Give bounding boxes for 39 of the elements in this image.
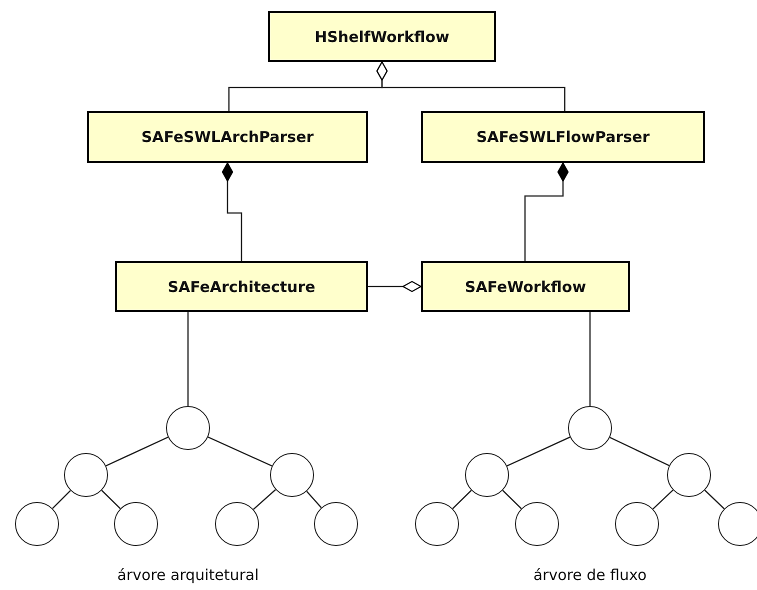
class-box: SAFeArchitecture — [115, 261, 368, 312]
tree-node-circle — [215, 502, 259, 546]
tree-link — [506, 436, 570, 466]
class-box: SAFeSWLArchParser — [87, 111, 368, 163]
tree-link — [502, 490, 522, 510]
tree-link — [589, 312, 591, 406]
tree-link — [610, 436, 670, 466]
tree-link — [306, 490, 322, 508]
tree-link — [652, 490, 674, 510]
tree-link — [704, 490, 725, 510]
tree-node-circle — [64, 453, 108, 497]
tree-link — [253, 489, 276, 510]
aggregation-connector — [524, 162, 569, 261]
class-box: HShelfWorkflow — [268, 11, 496, 62]
aggregation-connector — [368, 280, 422, 292]
tree-node-circle — [615, 502, 659, 546]
tree-node-circle — [166, 406, 210, 450]
tree-link — [187, 312, 189, 406]
class-box: SAFeWorkflow — [421, 261, 630, 312]
tree-link — [452, 490, 472, 510]
tree-node-circle — [667, 453, 711, 497]
tree-caption: árvore de fluxo — [533, 566, 647, 584]
tree-node-circle — [15, 502, 59, 546]
tree-link — [208, 436, 272, 467]
aggregation-connector — [376, 61, 566, 111]
tree-link — [106, 436, 168, 466]
tree-node-circle — [415, 502, 459, 546]
tree-node-circle — [718, 502, 757, 546]
tree-node-circle — [568, 406, 612, 450]
aggregation-connector — [222, 162, 242, 261]
tree-node-circle — [515, 502, 559, 546]
tree-link — [101, 490, 121, 510]
tree-node-circle — [465, 453, 509, 497]
tree-node-circle — [270, 453, 314, 497]
tree-caption: árvore arquitetural — [117, 566, 259, 584]
tree-node-circle — [114, 502, 158, 546]
tree-node-circle — [314, 502, 358, 546]
class-box: SAFeSWLFlowParser — [421, 111, 705, 163]
tree-link — [52, 490, 71, 509]
